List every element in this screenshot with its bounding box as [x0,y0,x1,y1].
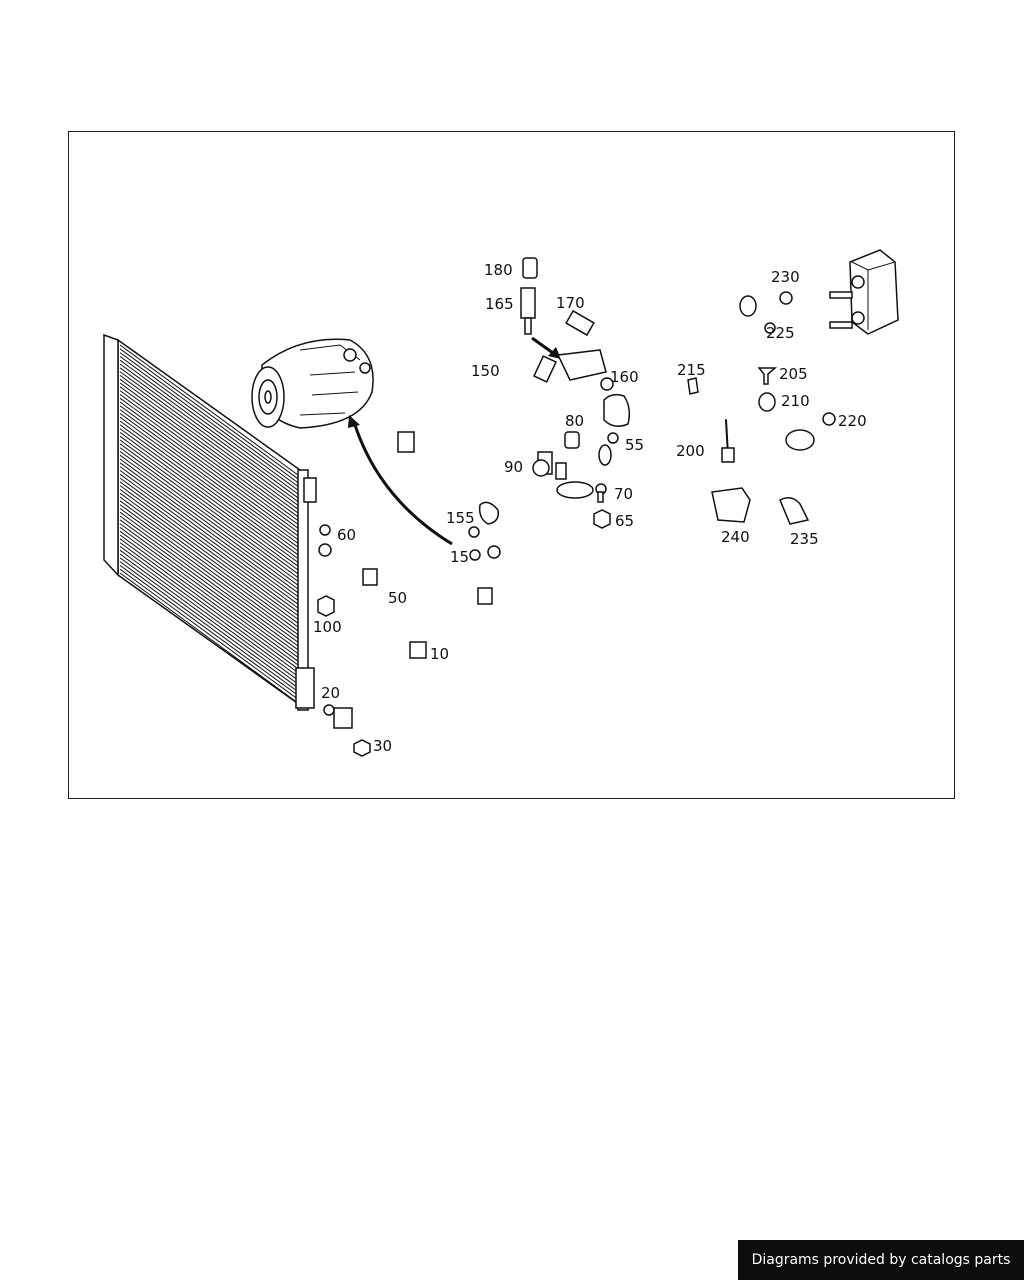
condenser-fin [119,374,299,506]
condenser-fin [119,393,299,525]
condenser-fin [119,561,299,693]
callout-180: 180 [484,261,513,279]
condenser-fin [119,519,299,651]
condenser-fin [119,412,299,544]
condenser-fin [119,420,299,552]
condenser-fin [119,462,299,594]
condenser-fin [119,557,299,689]
expansion-valve [829,249,899,335]
callout-80: 80 [565,412,584,430]
condenser-fin [119,371,299,503]
small-parts [317,257,836,757]
callout-30: 30 [373,737,392,755]
compressor [251,338,374,429]
hose-200 [603,295,853,491]
callout-90: 90 [504,458,523,476]
condenser-fin [119,378,299,510]
condenser-fin [119,500,299,632]
condenser-fin [119,507,299,639]
callout-15: 15 [450,548,469,566]
condenser-fin [119,504,299,636]
condenser-fin [119,564,299,696]
condenser-fin [119,435,299,567]
callout-50: 50 [388,589,407,607]
callout-160: 160 [610,368,639,386]
condenser-fin [119,447,299,579]
callout-210: 210 [781,392,810,410]
condenser-fin [119,534,299,666]
hose-50 [325,542,508,605]
condenser-fin [119,450,299,582]
condenser-fin [119,477,299,609]
condenser-fin [119,409,299,541]
callout-20: 20 [321,684,340,702]
condenser-fin [119,545,299,677]
callout-165: 165 [485,295,514,313]
condenser-fin [119,492,299,624]
condenser-fin [119,488,299,620]
hose-10 [333,444,612,729]
condenser-fin [119,344,299,476]
condenser-fin [119,416,299,548]
callout-55: 55 [625,436,644,454]
condenser-fin [119,363,299,495]
condenser-fin [119,390,299,522]
condenser-fin [119,542,299,674]
condenser-fin [119,481,299,613]
callout-225: 225 [766,324,795,342]
condenser-fin [119,454,299,586]
callout-240: 240 [721,528,750,546]
condenser-fin [119,530,299,662]
condenser-fin [119,443,299,575]
condenser-fin [119,473,299,605]
condenser [103,333,317,711]
condenser-fin [119,424,299,556]
condenser-fin [119,352,299,484]
condenser-fin [119,397,299,529]
condenser-fin [119,523,299,655]
condenser-fin [119,355,299,487]
callout-220: 220 [838,412,867,430]
credit-banner: Diagrams provided by catalogs parts [738,1240,1024,1280]
condenser-fin [119,572,299,704]
condenser-fin [119,485,299,617]
condenser-fin [119,428,299,560]
condenser-fin [119,431,299,563]
condenser-fin [119,439,299,571]
callout-230: 230 [771,268,800,286]
hose-150 [386,355,557,525]
callout-10: 10 [430,645,449,663]
callout-170: 170 [556,294,585,312]
callout-200: 200 [676,442,705,460]
condenser-fin [119,367,299,499]
callout-100: 100 [313,618,342,636]
callout-150: 150 [471,362,500,380]
condenser-fin [119,549,299,681]
condenser-fin [119,386,299,518]
condenser-fin [119,511,299,643]
callout-235: 235 [790,530,819,548]
callout-215: 215 [677,361,706,379]
condenser-fin [119,568,299,700]
callout-65: 65 [615,512,634,530]
callout-70: 70 [614,485,633,503]
condenser-fin [119,466,299,598]
condenser-fin [119,458,299,590]
condenser-fin [119,496,299,628]
condenser-fin [119,538,299,670]
condenser-fin [119,469,299,601]
condenser-fin [119,401,299,533]
condenser-fin [119,359,299,491]
condenser-fin [119,405,299,537]
condenser-fin [119,526,299,658]
condenser-fin [119,382,299,514]
condenser-fin [119,553,299,685]
condenser-fin [119,515,299,647]
callout-155: 155 [446,509,475,527]
callout-labels: 10 15 20 30 50 55 60 65 70 80 90 100 150… [313,261,867,755]
condenser-fin [119,348,299,480]
callout-205: 205 [779,365,808,383]
callout-60: 60 [337,526,356,544]
